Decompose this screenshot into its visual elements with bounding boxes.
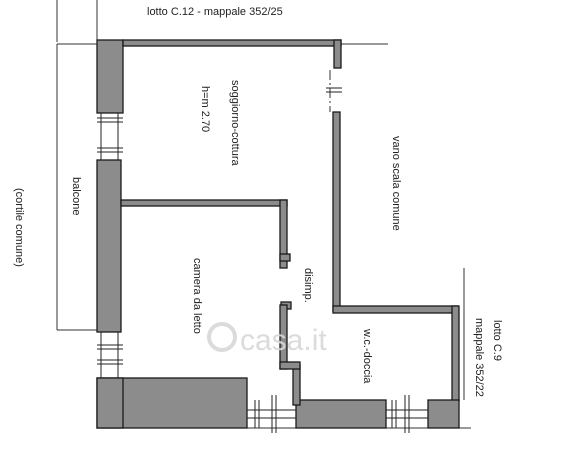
label-bedroom: camera da letto [191, 258, 203, 334]
walls [96, 39, 460, 429]
wall-bottom-right [427, 399, 460, 429]
label-courtyard: (cortile comune) [13, 188, 25, 267]
wall-bath-left [292, 364, 301, 406]
label-lot-right-2: mappale 352/22 [473, 318, 485, 397]
wall-bedroom-right-upper [279, 199, 288, 269]
wall-stair-bottom [332, 305, 459, 314]
watermark: casa.it [207, 322, 327, 357]
label-bathroom: w.c.-doccia [361, 328, 373, 384]
wall-balcony-divider [96, 159, 122, 333]
label-hallway: disimp. [302, 268, 314, 303]
watermark-text: casa.it [240, 324, 327, 357]
wall-bottom-corner [96, 377, 124, 429]
wall-stair-left [332, 111, 341, 312]
label-living-height: h=m 2.70 [199, 86, 211, 132]
label-living-room: soggiorno-cottura [229, 80, 241, 166]
wall-bath-stub [279, 361, 301, 370]
label-balcony: balcone [70, 177, 82, 216]
wall-top-left-pillar [96, 39, 124, 114]
wall-bottom-mid [295, 399, 387, 429]
watermark-logo-icon [207, 322, 237, 352]
wall-top [122, 39, 342, 47]
label-stairwell: vano scala comune [390, 136, 402, 231]
wall-bath-right [451, 305, 460, 402]
label-lot-right-1: lotto C.9 [491, 320, 503, 361]
wall-bedroom-stub-1 [279, 253, 291, 262]
openings [97, 87, 428, 433]
wall-top-stub [333, 39, 342, 69]
label-lot-top: lotto C.12 - mappale 352/25 [147, 6, 283, 18]
wall-bedroom-top [120, 199, 288, 207]
